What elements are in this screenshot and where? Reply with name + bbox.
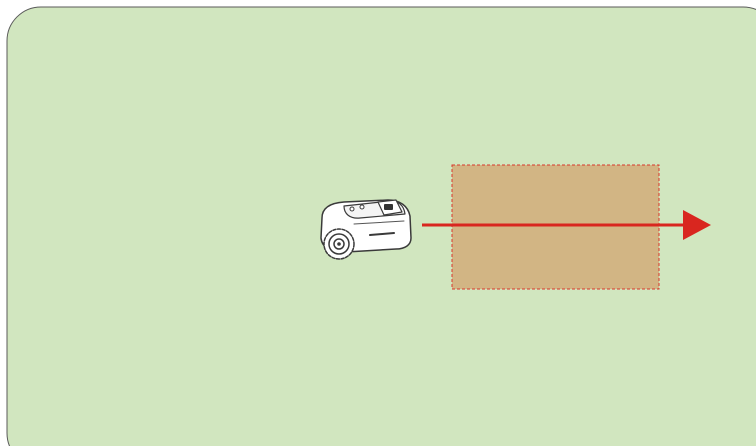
target-zone [452, 165, 659, 289]
mower-button [350, 207, 354, 211]
mower-wheel-center [337, 242, 341, 246]
mower-button [360, 205, 364, 209]
mower-display [384, 204, 393, 210]
